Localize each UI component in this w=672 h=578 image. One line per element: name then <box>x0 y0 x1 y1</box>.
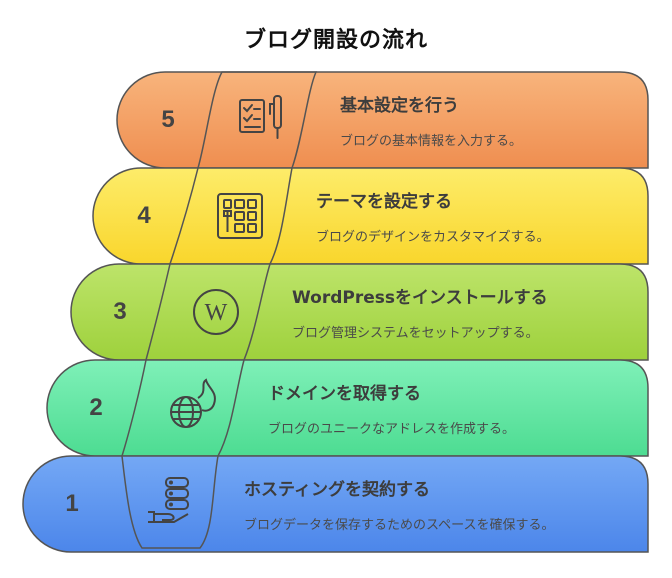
step-2-number: 2 <box>89 394 103 421</box>
server-hand-icon <box>148 477 189 523</box>
step-5-title: 基本設定を行う <box>340 96 459 116</box>
step-2-bar <box>46 359 649 457</box>
svg-text:W: W <box>205 300 228 326</box>
step-5-number: 5 <box>161 106 175 133</box>
step-5-bar <box>116 71 649 169</box>
diagram-title: ブログ開設の流れ <box>243 28 428 53</box>
step-1-title: ホスティングを契約する <box>244 480 430 500</box>
connector-strip <box>121 71 318 549</box>
checklist-pen-icon <box>239 95 282 139</box>
step-1-description: ブログデータを保存するためのスペースを確保する。 <box>244 518 555 533</box>
step-2-description: ブログのユニークなアドレスを作成する。 <box>268 422 516 437</box>
step-3-bar <box>70 263 649 361</box>
step-4-title: テーマを設定する <box>316 192 452 212</box>
globe-icon <box>170 378 216 428</box>
step-3-description: ブログ管理システムをセットアップする。 <box>292 326 539 341</box>
step-5-description: ブログの基本情報を入力する。 <box>340 134 523 149</box>
step-4-bar <box>92 167 649 265</box>
step-3-title: WordPressをインストールする <box>292 288 548 308</box>
step-4-description: ブログのデザインをカスタマイズする。 <box>316 230 550 245</box>
step-4-number: 4 <box>137 202 151 229</box>
wordpress-icon: W <box>193 289 239 335</box>
step-1-number: 1 <box>65 490 79 517</box>
step-1-bar <box>22 455 649 553</box>
theme-grid-icon <box>217 193 263 239</box>
step-3-number: 3 <box>113 298 127 325</box>
step-2-title: ドメインを取得する <box>268 384 421 404</box>
